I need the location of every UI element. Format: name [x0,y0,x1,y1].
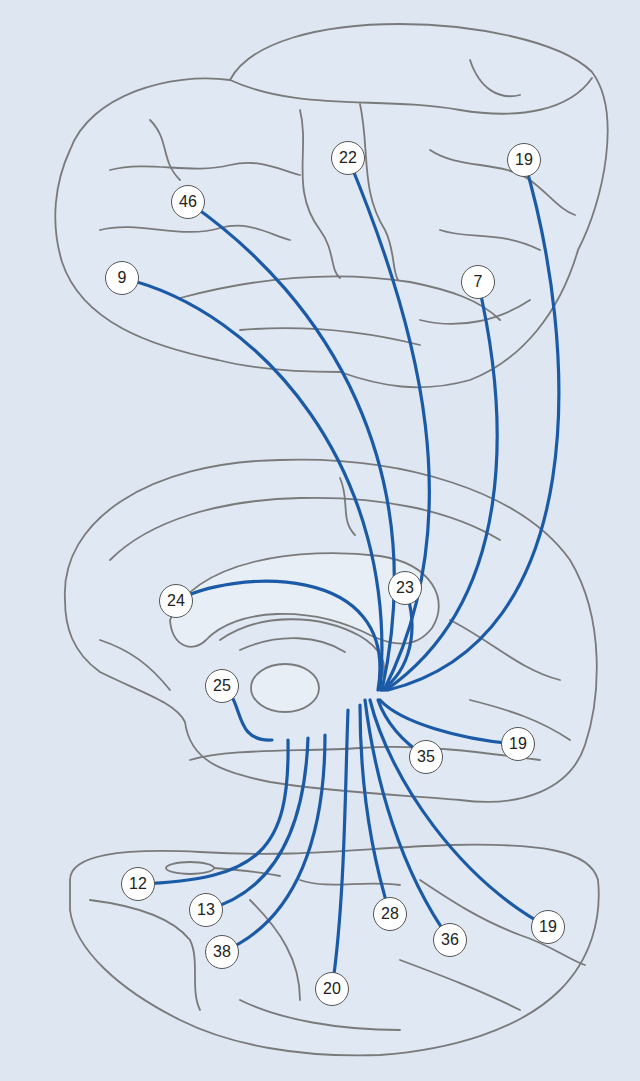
projection-line [365,700,450,940]
sulcus [340,478,355,535]
sulcus [180,276,500,320]
area-number: 38 [213,944,231,960]
area-circle: 36 [433,923,467,957]
area-number: 46 [179,194,197,210]
projection-line [222,735,325,952]
area-number: 9 [118,270,127,286]
area-circle: 35 [409,740,443,774]
temporal-lobe [190,747,540,760]
medial-brain-outline [65,460,597,802]
sulcus [430,150,575,215]
projection-line [138,740,288,884]
area-circle: 7 [461,265,495,299]
area-circle: 25 [205,669,239,703]
area-circle: 12 [121,867,155,901]
corpus-callosum [170,553,439,647]
projection-line [348,158,429,690]
lateral-brain-outline [55,24,607,387]
hemisphere-edge [230,78,592,114]
area-number: 20 [323,981,341,997]
area-circle: 9 [105,261,139,295]
area-number: 28 [381,906,399,922]
area-number: 7 [474,274,483,290]
area-circle: 22 [331,141,365,175]
area-circle: 24 [159,584,193,618]
sulcus [420,880,585,965]
projection-line [122,278,382,690]
sulcus [100,226,290,240]
sulcus [420,300,530,324]
area-circle: 19 [531,910,565,944]
sulcus [400,960,520,1010]
area-number: 22 [339,150,357,166]
sulcus [470,60,520,96]
area-circle: 13 [189,893,223,927]
area-circle: 23 [388,571,422,605]
area-number: 19 [515,152,533,168]
thalamus [251,664,319,712]
fornix [240,638,345,652]
area-number: 25 [213,678,231,694]
area-circle: 46 [171,185,205,219]
projection-line [332,710,348,989]
sulcus [300,110,340,278]
sulcus [110,498,500,560]
sulcus [240,1000,400,1030]
sulcus [240,328,420,345]
sulcus [150,120,180,180]
area-circle: 19 [501,727,535,761]
projection-line [176,581,380,690]
projection-line [206,738,308,910]
area-circle: 19 [507,143,541,177]
sulcus [90,900,200,1010]
area-number: 23 [396,580,414,596]
sulcus [440,230,540,250]
area-number: 35 [417,749,435,765]
area-number: 24 [167,593,185,609]
projection-line [386,282,497,690]
sulcus [300,880,400,885]
sulcus [110,163,300,175]
sulcus [360,104,398,280]
area-number: 13 [197,902,215,918]
ventral-brain-outline [70,845,599,1056]
area-number: 19 [539,919,557,935]
projection-line [388,160,559,690]
projection-line [370,700,548,927]
area-circle: 38 [205,935,239,969]
area-number: 19 [509,736,527,752]
sulcus [100,640,170,690]
area-circle: 20 [315,972,349,1006]
projection-line [360,705,390,914]
olfactory-bulb [166,862,214,874]
area-number: 36 [441,932,459,948]
area-number: 12 [129,876,147,892]
area-circle: 28 [373,897,407,931]
